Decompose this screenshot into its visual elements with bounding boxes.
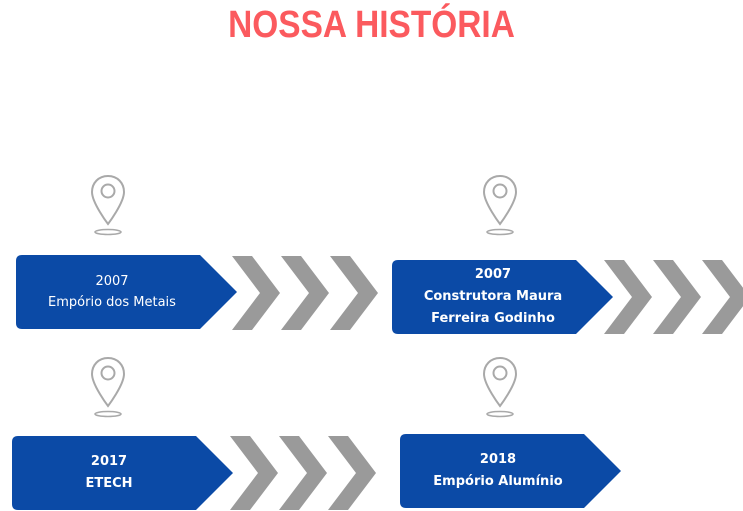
chevron-arrow-icon	[604, 260, 652, 334]
milestone-name: Empório Alumínio	[433, 474, 563, 489]
chevron-arrow-icon	[702, 260, 743, 334]
chevron-arrow-icon	[232, 256, 280, 330]
milestone-name-line1: Construtora Maura	[423, 289, 563, 304]
chevron-arrow-icon	[279, 436, 327, 510]
milestone-construtora: 2007 Construtora Maura Ferreira Godinho	[392, 260, 614, 334]
location-pin-icon	[482, 356, 518, 418]
chevron-arrow-icon	[328, 436, 376, 510]
milestone-name-line2: Ferreira Godinho	[431, 311, 555, 326]
chevron-arrow-icon	[330, 256, 378, 330]
chevron-arrow-icon	[653, 260, 701, 334]
milestone-name: Empório dos Metais	[48, 295, 176, 310]
chevron-arrows-group	[604, 260, 743, 334]
chevron-arrows-group	[230, 436, 376, 510]
milestone-year: 2007	[95, 274, 129, 289]
milestone-year: 2018	[479, 452, 517, 467]
location-pin-icon	[90, 356, 126, 418]
chevron-arrow-icon	[281, 256, 329, 330]
location-pin-icon	[90, 174, 126, 236]
chevron-arrows-group	[232, 256, 378, 330]
chevron-arrow-icon	[230, 436, 278, 510]
page-title: NOSSA HISTÓRIA	[228, 4, 515, 46]
milestone-year: 2007	[474, 267, 512, 282]
milestone-empório-alumínio: 2018 Empório Alumínio	[400, 434, 622, 508]
milestone-etech: 2017 ETECH	[12, 436, 234, 510]
milestone-empório-dos-metais: 2007 Empório dos Metais	[16, 255, 238, 329]
milestone-year: 2017	[90, 454, 128, 469]
milestone-name: ETECH	[85, 476, 133, 491]
location-pin-icon	[482, 174, 518, 236]
